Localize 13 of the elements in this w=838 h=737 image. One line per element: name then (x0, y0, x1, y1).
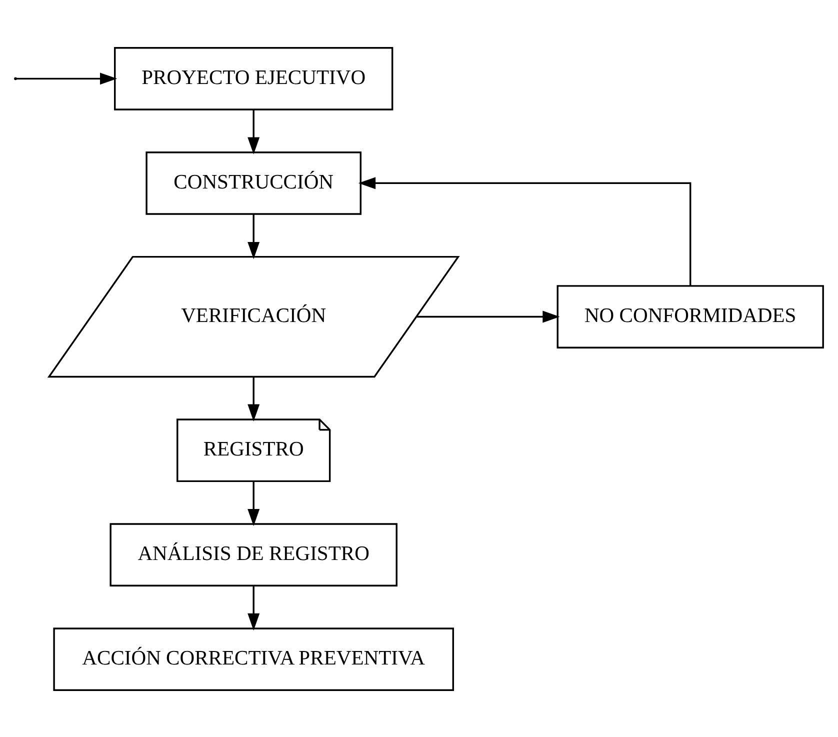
arrow (416, 310, 560, 322)
node-box: PROYECTO EJECUTIVO (114, 46, 394, 110)
arrow (248, 376, 260, 421)
arrow (16, 72, 118, 84)
arrow (248, 214, 260, 259)
arrow (248, 481, 260, 526)
arrow (248, 110, 260, 154)
node-box: ACCIÓN CORRECTIVA PREVENTIVA (53, 627, 454, 690)
node-box: CONSTRUCCIÓN (146, 150, 362, 214)
arrow (248, 586, 260, 630)
node-box: NO CONFORMIDADES (556, 284, 824, 348)
arrow (358, 176, 692, 286)
node-box: ANÁLISIS DE REGISTRO (110, 522, 398, 586)
